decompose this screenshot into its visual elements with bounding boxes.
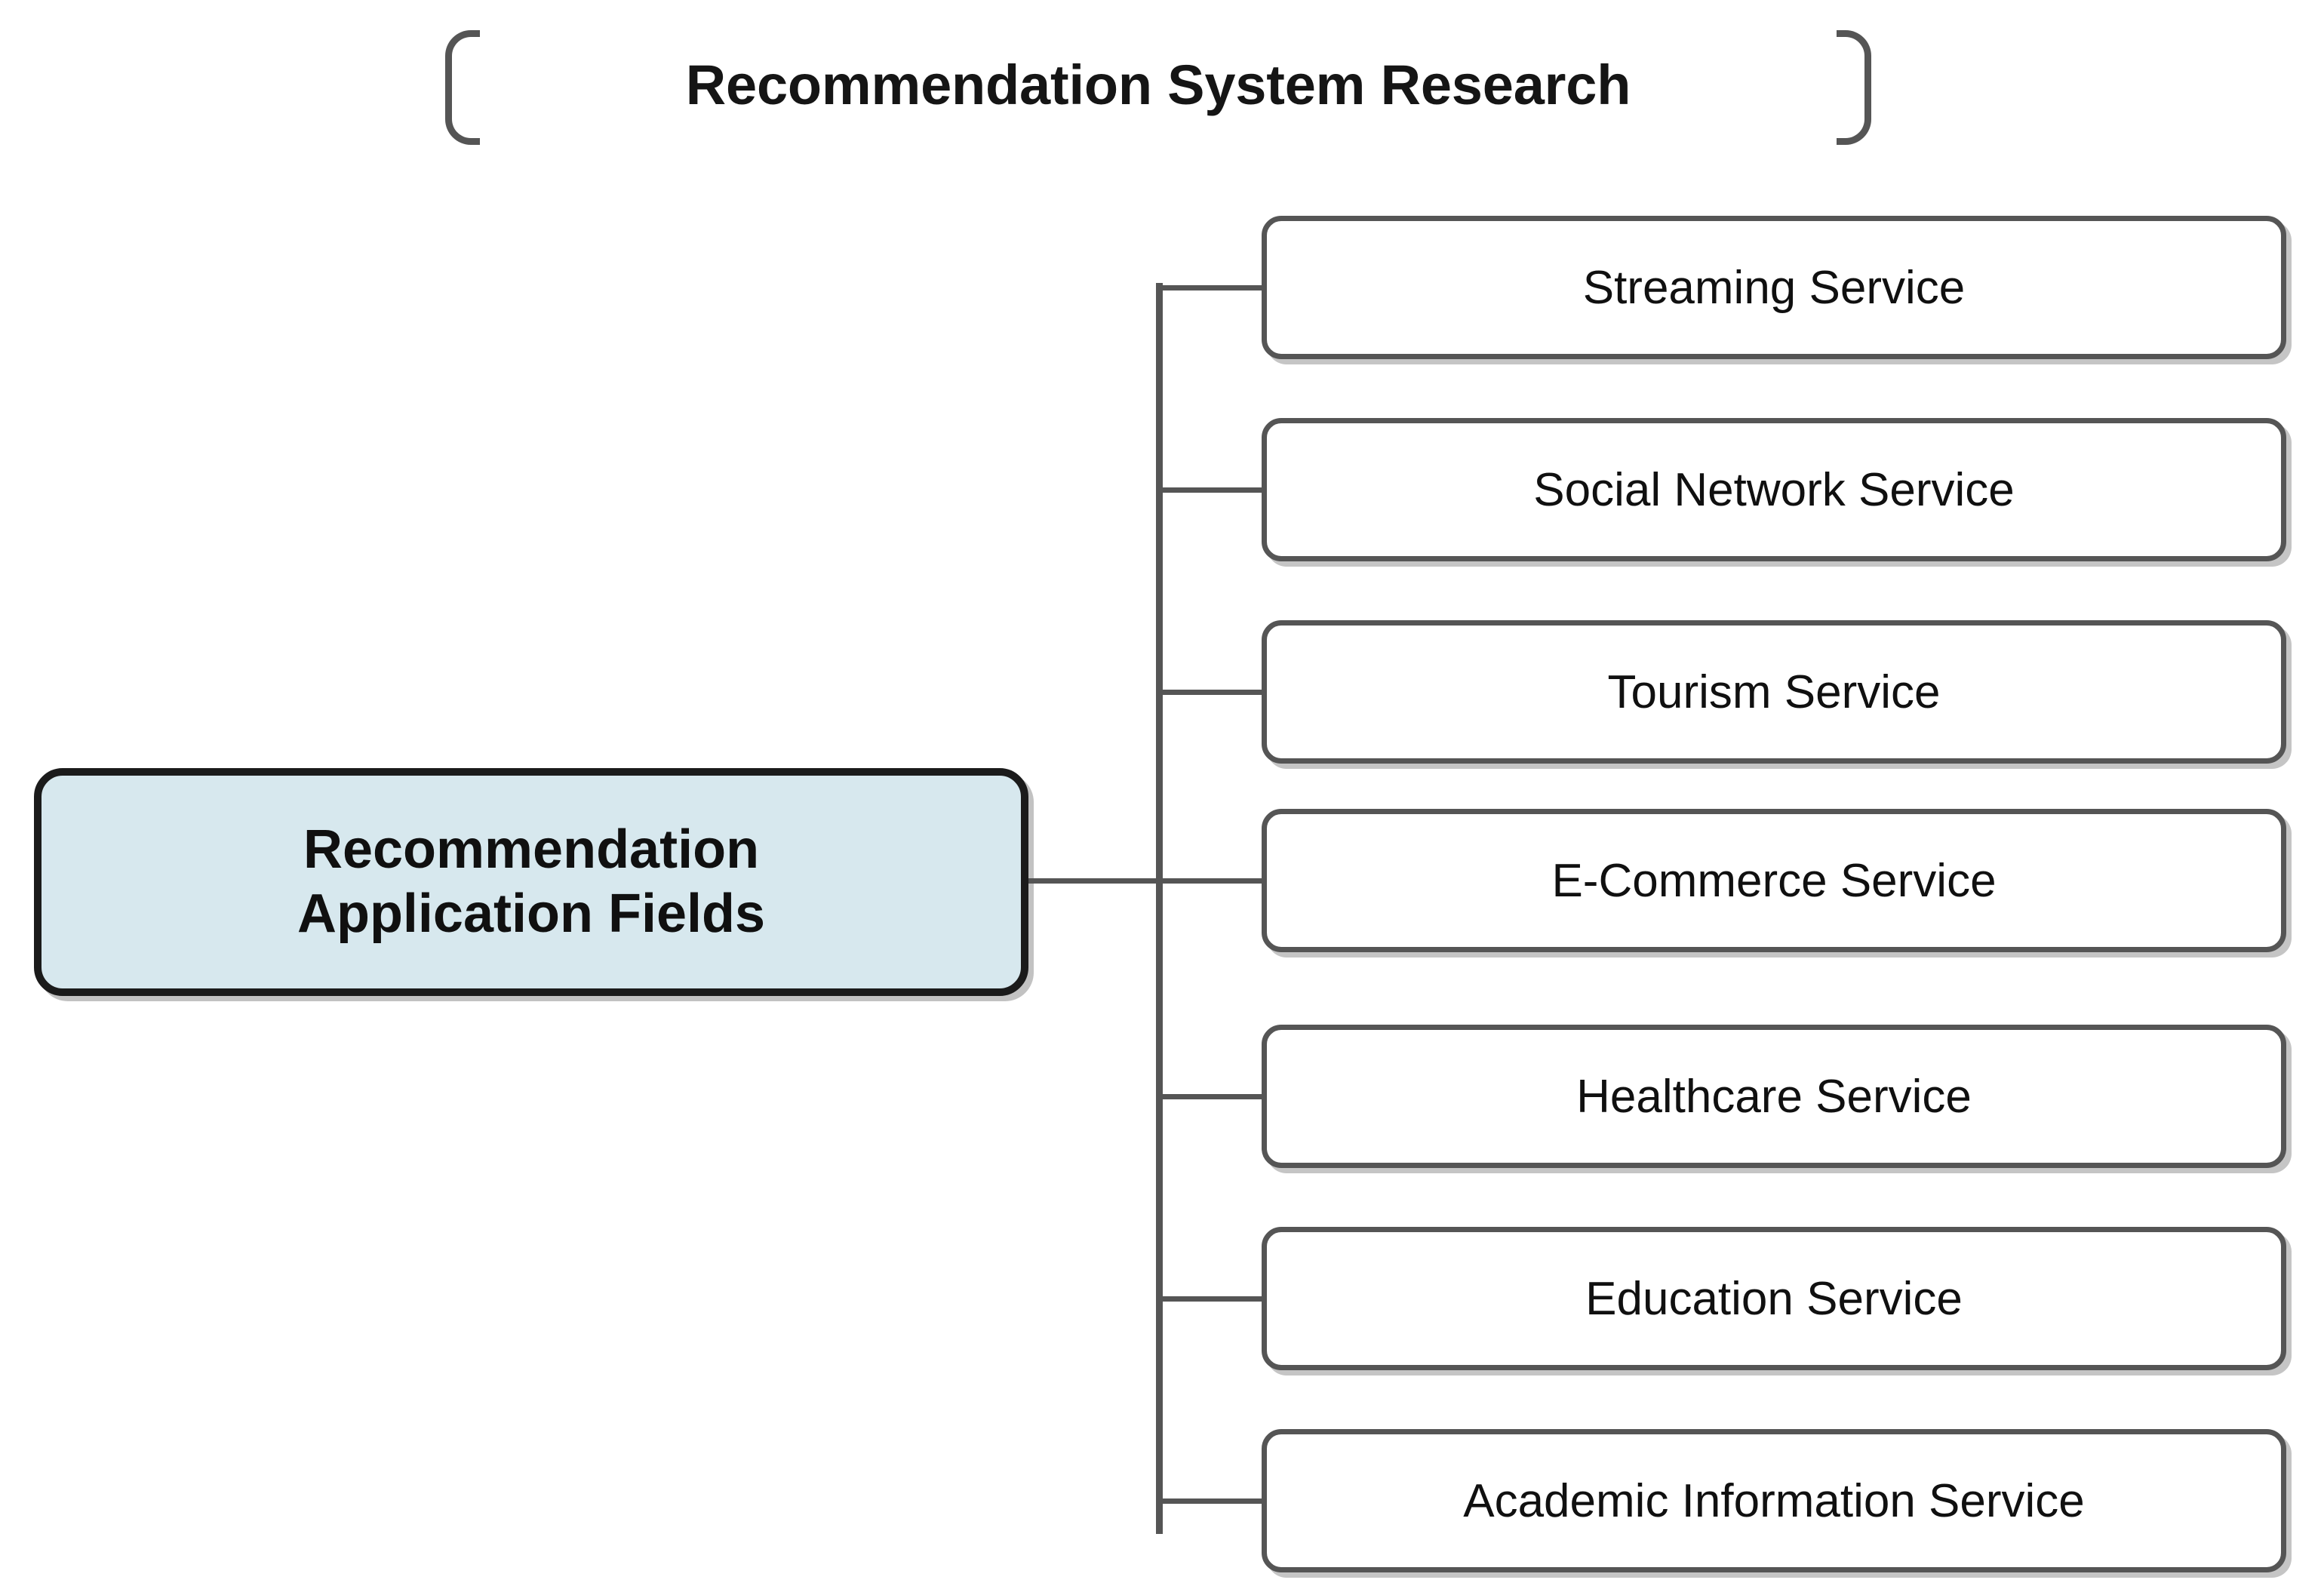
branch-connector-7 (1160, 1498, 1266, 1504)
child-node-label: Tourism Service (1607, 665, 1941, 718)
child-node-label: Academic Information Service (1463, 1474, 2085, 1527)
right-bracket-icon (1837, 30, 1871, 145)
root-node-recommendation-application-fields[interactable]: Recommendation Application Fields (34, 768, 1028, 996)
branch-connector-3 (1160, 690, 1266, 695)
child-node-e-commerce-service[interactable]: E-Commerce Service (1262, 809, 2286, 952)
child-node-social-network-service[interactable]: Social Network Service (1262, 418, 2286, 561)
branch-connector-5 (1160, 1094, 1266, 1099)
child-node-education-service[interactable]: Education Service (1262, 1227, 2286, 1370)
child-node-tourism-service[interactable]: Tourism Service (1262, 620, 2286, 764)
page-title: Recommendation System Research (685, 54, 1631, 116)
child-node-academic-information-service[interactable]: Academic Information Service (1262, 1429, 2286, 1572)
child-node-streaming-service[interactable]: Streaming Service (1262, 216, 2286, 359)
branch-spine-connector (1156, 283, 1163, 1534)
child-node-label: Healthcare Service (1576, 1070, 1972, 1123)
branch-connector-4 (1160, 878, 1266, 884)
branch-connector-1 (1160, 285, 1266, 290)
child-node-label: Education Service (1585, 1272, 1963, 1325)
root-trunk-connector (1028, 878, 1163, 884)
root-node-label: Recommendation Application Fields (297, 819, 766, 944)
left-bracket-icon (445, 30, 480, 145)
child-node-healthcare-service[interactable]: Healthcare Service (1262, 1025, 2286, 1168)
branch-connector-6 (1160, 1296, 1266, 1302)
branch-connector-2 (1160, 487, 1266, 493)
child-node-label: Streaming Service (1582, 261, 1966, 314)
diagram-title-group: Recommendation System Research (445, 21, 1871, 149)
child-node-label: E-Commerce Service (1551, 854, 1997, 907)
child-node-label: Social Network Service (1533, 463, 2015, 516)
